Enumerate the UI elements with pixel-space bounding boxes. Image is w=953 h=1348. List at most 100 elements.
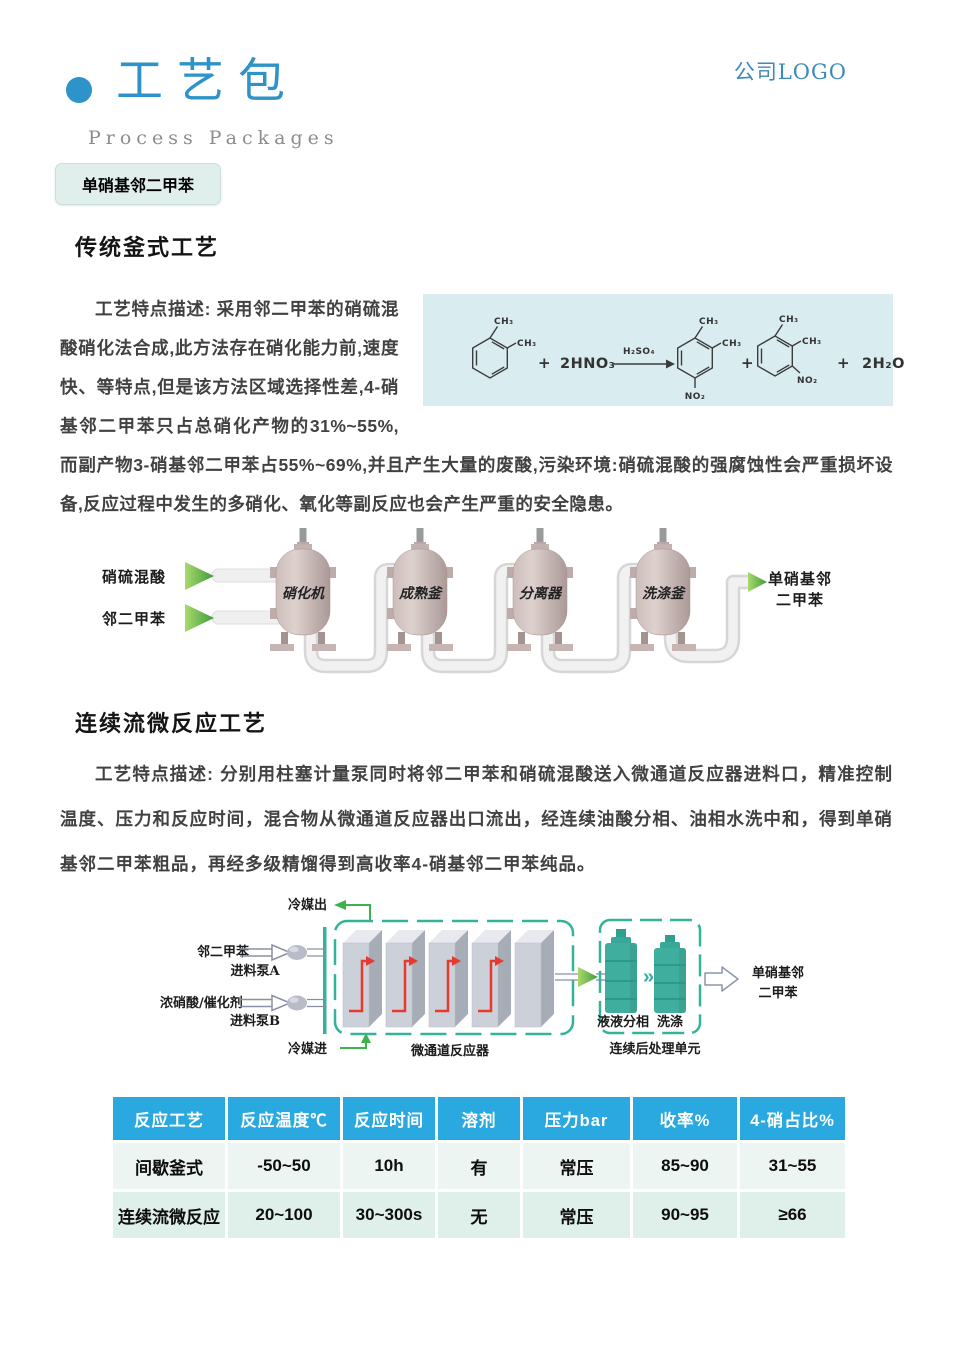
vessel-separator: 分离器 — [507, 528, 573, 651]
nitro-label: NO₂ — [797, 376, 818, 386]
feed-b-line — [240, 998, 272, 1008]
vessel-nitrator: 硝化机 — [270, 528, 336, 651]
section2-paragraph-text: 工艺特点描述: 分别用柱塞计量泵同时将邻二甲苯和硝硫混酸送入微通道反应器进料口，… — [60, 764, 893, 874]
benzene-ring-product-3nitro — [757, 324, 802, 377]
microreactor-process-diagram: 冷媒出 冷媒进 邻二甲苯 进料泵A 浓硝酸/催化剂 进料泵B — [160, 897, 804, 1059]
page-title-row: 工艺包 — [66, 56, 299, 108]
col-header-process: 反应工艺 — [113, 1097, 225, 1140]
unit1-label: 液液分相 — [597, 1014, 649, 1030]
vessel-maturation: 成熟釜 — [387, 528, 453, 651]
plus-sign: + — [538, 354, 551, 372]
feed-a-label: 邻二甲苯 — [196, 944, 250, 960]
pump-b-label: 进料泵B — [230, 1013, 280, 1029]
section1-paragraph-text: 工艺特点描述: 采用邻二甲苯的硝硫混酸硝化法合成,此方法存在硝化能力前,速度快、… — [60, 299, 893, 514]
pump-b-pipe — [307, 998, 325, 1008]
chevron-icon: » — [643, 966, 654, 988]
output-label-line1: 单硝基邻 — [752, 965, 804, 981]
methyl-label: CH₃ — [802, 337, 822, 347]
reaction-arrowhead — [666, 359, 675, 369]
nitric-acid-label: 2HNO₃ — [560, 356, 616, 372]
vessel-label: 成熟釜 — [398, 585, 443, 602]
table-row-continuous: 连续流微反应 20~100 30~300s 无 常压 90~95 ≥66 — [113, 1192, 845, 1238]
vessel-label: 硝化机 — [282, 585, 325, 602]
comparison-table: 反应工艺 反应温度℃ 反应时间 溶剂 压力bar 收率% 4-硝占比% 间歇釜式… — [110, 1094, 848, 1241]
col-header-yield: 收率% — [633, 1097, 737, 1140]
feed-a-line — [240, 948, 272, 957]
transfer-arrow-icon — [578, 967, 598, 987]
coolant-out-line — [346, 904, 371, 921]
nitro-label: NO₂ — [685, 392, 706, 402]
separator-column — [605, 929, 637, 1013]
reactor-label: 微通道反应器 — [410, 1043, 490, 1059]
table-cell: 90~95 — [633, 1192, 737, 1238]
benzene-ring-product-4nitro — [677, 326, 722, 388]
output-arrow-icon — [748, 572, 767, 592]
input-label-mixed-acid: 硝硫混酸 — [102, 568, 166, 586]
table-cell: ≥66 — [740, 1192, 845, 1238]
input-label-oxylene: 邻二甲苯 — [101, 610, 166, 628]
table-cell: 20~100 — [228, 1192, 340, 1238]
col-header-solvent: 溶剂 — [438, 1097, 520, 1140]
feed-a-arrow-icon — [271, 943, 292, 962]
table-cell: 85~90 — [633, 1143, 737, 1189]
pump-a-icon — [287, 945, 307, 960]
output-arrow-icon — [704, 966, 739, 992]
table-header-row: 反应工艺 反应温度℃ 反应时间 溶剂 压力bar 收率% 4-硝占比% — [113, 1097, 845, 1140]
table-cell: 无 — [438, 1192, 520, 1238]
output-label-line2: 二甲苯 — [758, 985, 798, 1001]
section1-title: 传统釜式工艺 — [75, 235, 220, 260]
col-header-4nitro-ratio: 4-硝占比% — [740, 1097, 845, 1140]
input-arrow-icon — [185, 604, 214, 632]
table-cell: 10h — [343, 1143, 435, 1189]
pump-b-icon — [287, 995, 307, 1011]
section1-paragraph: CH₃ CH₃ + 2HNO₃ H₂SO₄ — [60, 290, 904, 524]
coolant-out-arrow-icon — [334, 900, 346, 910]
table-cell: 连续流微反应 — [113, 1192, 225, 1238]
table-cell: 常压 — [523, 1192, 630, 1238]
post-unit-label: 连续后处理单元 — [609, 1041, 700, 1057]
coolant-in-label: 冷媒进 — [288, 1041, 327, 1057]
table-row-batch: 间歇釜式 -50~50 10h 有 常压 85~90 31~55 — [113, 1143, 845, 1189]
coolant-in-line — [340, 1043, 367, 1049]
pump-a-label: 进料泵A — [230, 963, 280, 979]
methyl-label: CH₃ — [494, 317, 514, 327]
table-cell: -50~50 — [228, 1143, 340, 1189]
table-cell: 常压 — [523, 1143, 630, 1189]
plus-sign: + — [741, 354, 754, 372]
feed-b-arrow-icon — [271, 994, 292, 1012]
coolant-in-arrow-icon — [361, 1033, 371, 1043]
table-cell: 间歇釜式 — [113, 1143, 225, 1189]
reaction-svg: CH₃ CH₃ + 2HNO₃ H₂SO₄ — [472, 315, 905, 402]
vessels: 硝化机 成熟釜 分离器 — [270, 528, 696, 651]
section2-title: 连续流微反应工艺 — [75, 711, 268, 736]
reactor-dashed-border — [333, 919, 575, 1036]
vessel-label: 分离器 — [519, 585, 563, 602]
col-header-time: 反应时间 — [343, 1097, 435, 1140]
feed-b-label: 浓硝酸/催化剂 — [160, 995, 243, 1011]
reaction-diagram: CH₃ CH₃ + 2HNO₃ H₂SO₄ — [423, 294, 904, 406]
methyl-label: CH₃ — [517, 339, 537, 349]
plus-sign: + — [837, 354, 850, 372]
product-badge: 单硝基邻二甲苯 — [55, 163, 222, 205]
output-label-line1: 单硝基邻 — [768, 570, 832, 588]
washing-column — [654, 935, 686, 1013]
pump-b-highlight — [289, 997, 299, 1003]
table-cell: 有 — [438, 1143, 520, 1189]
microreactor-plates — [342, 930, 554, 1028]
unit2-label: 洗涤 — [657, 1014, 683, 1030]
sulfuric-acid-label: H₂SO₄ — [623, 347, 655, 357]
col-header-temperature: 反应温度℃ — [228, 1097, 340, 1140]
section2-paragraph: 工艺特点描述: 分别用柱塞计量泵同时将邻二甲苯和硝硫混酸送入微通道反应器进料口，… — [60, 752, 893, 887]
kettle-process-diagram: 硝硫混酸 邻二甲苯 硝化机 成熟釜 — [101, 528, 832, 674]
methyl-label: CH₃ — [722, 339, 742, 349]
post-unit-dashed-border — [598, 918, 702, 1035]
page-title: 工艺包 — [116, 54, 299, 109]
page-subtitle: Process Packages — [88, 127, 339, 149]
company-logo: 公司LOGO — [733, 60, 847, 84]
input-arrow-icon — [185, 562, 214, 590]
coolant-out-label: 冷媒出 — [288, 897, 327, 913]
pump-a-pipe — [307, 948, 325, 957]
water-label: 2H₂O — [862, 356, 905, 372]
vessel-washer: 洗涤釜 — [630, 528, 696, 651]
